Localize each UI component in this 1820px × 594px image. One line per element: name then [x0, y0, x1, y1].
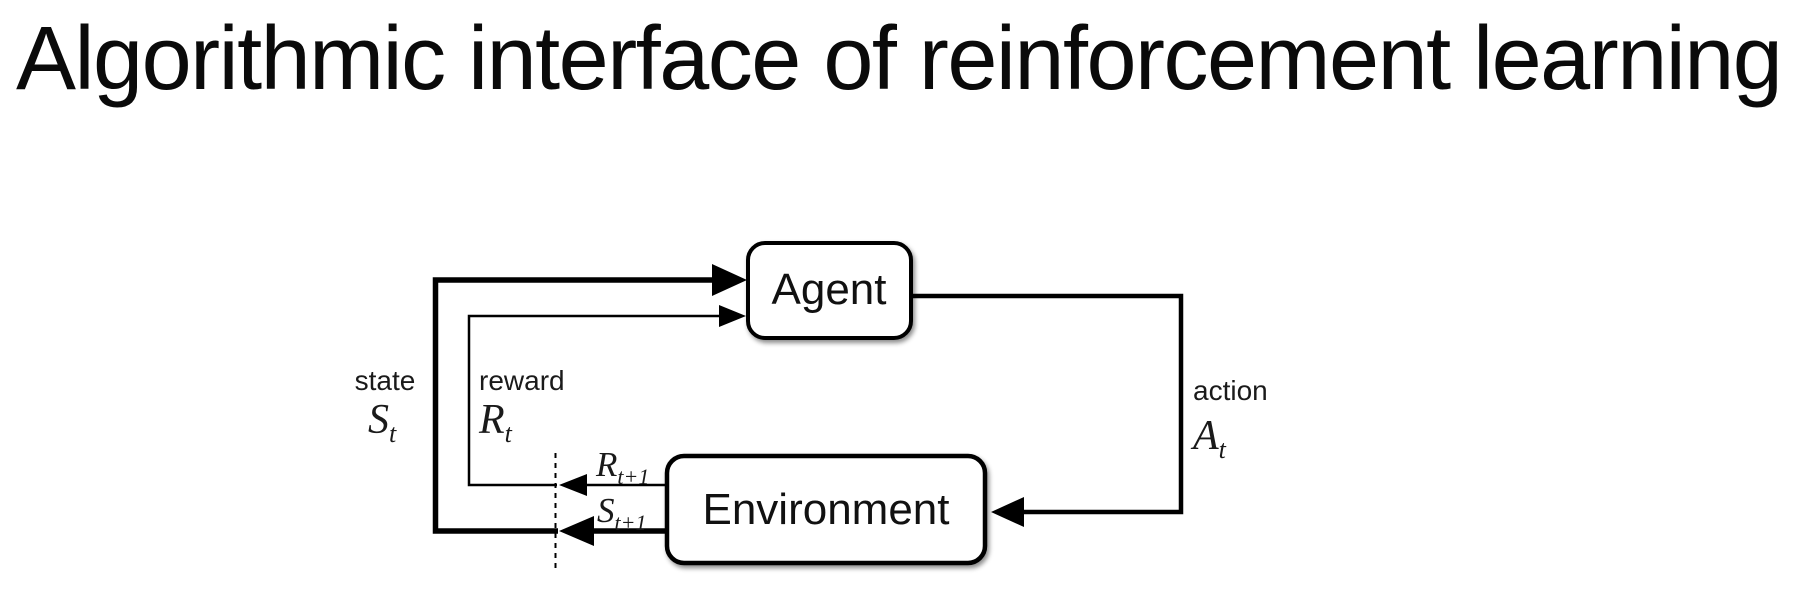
agent-label: Agent [772, 265, 887, 314]
reward-label: reward [479, 365, 565, 396]
reward-into-agent-arrowhead-icon [719, 305, 746, 327]
state-symbol: St [368, 397, 397, 448]
next-state-arrowhead-icon [559, 516, 594, 546]
action-label: action [1193, 375, 1268, 406]
state-symbol-letter: S [368, 397, 389, 443]
action-into-environment-arrowhead-icon [991, 497, 1024, 527]
next-state-symbol-subscript: t+1 [615, 510, 647, 535]
next-reward-symbol: Rt+1 [595, 445, 649, 489]
action-symbol-letter: A [1190, 413, 1219, 459]
action-symbol-subscript: t [1219, 435, 1227, 464]
agent-box [746, 241, 913, 340]
slide-title: Algorithmic interface of reinforcement l… [16, 9, 1783, 109]
reward-symbol-letter: R [478, 397, 505, 443]
state-loop-line [432, 277, 714, 534]
reward-symbol-subscript: t [505, 419, 513, 448]
state-symbol-subscript: t [389, 419, 397, 448]
state-label: state [355, 365, 416, 396]
environment-label: Environment [702, 485, 949, 534]
action-loop-line [913, 293, 1184, 515]
environment-box [664, 453, 988, 566]
reward-symbol: Rt [478, 397, 513, 448]
next-reward-symbol-letter: R [595, 445, 617, 484]
reward-loop-line [467, 314, 720, 487]
next-state-symbol-letter: S [597, 491, 615, 530]
next-reward-symbol-subscript: t+1 [617, 464, 649, 489]
next-reward-arrowhead-icon [559, 474, 587, 496]
action-symbol: At [1190, 413, 1227, 464]
state-into-agent-arrowhead-icon [712, 264, 747, 296]
next-state-symbol: St+1 [597, 491, 646, 535]
